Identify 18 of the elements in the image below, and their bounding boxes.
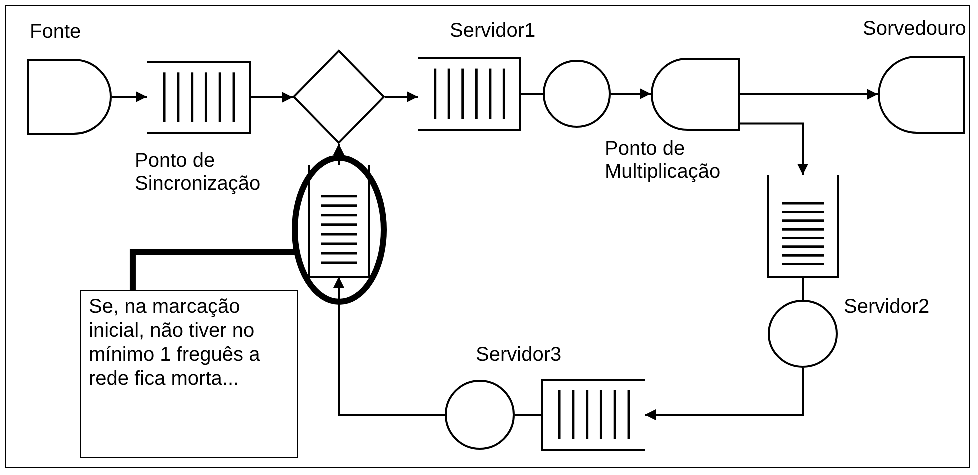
arrow [334,277,445,416]
node-label: Servidor2 [844,296,930,319]
arrow [385,92,418,102]
leader-line [130,250,295,290]
node-label: Ponto de Sincronização [135,150,262,196]
arrow [740,89,878,100]
node-label: Servidor3 [476,344,562,367]
arrow [112,92,147,102]
node-label: Fonte [30,21,82,44]
arrow [334,144,344,165]
arrow [645,368,804,420]
note-box: Se, na marcação inicial, não tiver no mínimo 1 freguês a rede fica morta... [80,290,298,458]
node-label: Ponto de Multiplicação [605,138,722,184]
arrow [740,122,808,175]
node-label: Sorvedouro [863,18,966,41]
arrow [611,88,651,100]
node-label: Servidor1 [450,20,536,43]
arrow [250,92,293,103]
